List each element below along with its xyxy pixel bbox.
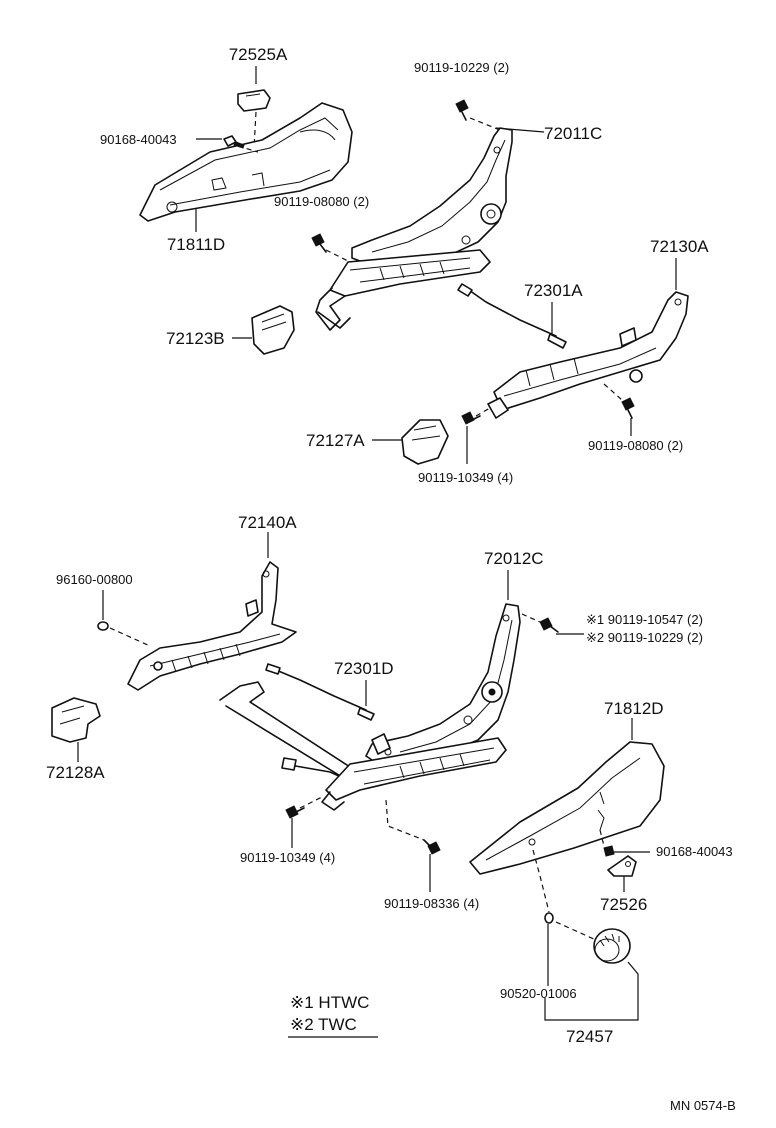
dash-90119-10547 (521, 613, 541, 623)
label-72525A: 72525A (229, 45, 288, 64)
screw-90119-10349-bot (285, 805, 305, 819)
dash-ring (532, 849, 550, 913)
cover-72127A (401, 419, 449, 465)
seat-track-upper (315, 249, 491, 331)
label-72130A: 72130A (650, 237, 709, 256)
cover-72123B (251, 305, 295, 355)
figure-code: MN 0574-B (670, 1098, 736, 1113)
label-90168-40043-top: 90168-40043 (100, 132, 177, 147)
track-72140A (127, 561, 297, 691)
label-72526: 72526 (600, 895, 647, 914)
recliner-72011C (351, 127, 513, 265)
label-72301D: 72301D (334, 659, 394, 678)
screw-90119-10229-top (455, 99, 469, 121)
recliner-72012C (365, 603, 521, 765)
label-90520-01006: 90520-01006 (500, 986, 577, 1001)
label-71811D: 71811D (167, 235, 225, 254)
label-72301A: 72301A (524, 281, 583, 300)
screw-90119-08336 (423, 839, 441, 855)
label-72127A: 72127A (306, 431, 365, 450)
leader-lines (77, 66, 677, 1021)
dash-90168-top (237, 145, 259, 153)
release-bar (219, 681, 371, 789)
shield-71812D (469, 741, 665, 875)
label-72140A: 72140A (238, 513, 297, 532)
dash-90119-10229-top (469, 117, 501, 131)
wire-72301A (457, 283, 567, 349)
wire-72301D (265, 663, 375, 721)
legend: ※1 HTWC ※2 TWC (288, 993, 378, 1038)
screw-90119-10349-top (461, 411, 481, 425)
label-72128A: 72128A (46, 763, 105, 782)
screw-90168-40043-bot (603, 845, 615, 857)
dash-96160-00800 (109, 627, 151, 647)
knob-72457 (593, 928, 631, 964)
dash-90168-40043-bot (599, 829, 605, 847)
label-71812D: 71812D (604, 699, 664, 718)
label-90168-40043-bot: 90168-40043 (656, 844, 733, 859)
clip-72526 (607, 855, 637, 877)
ring-90520-01006 (544, 912, 554, 924)
label-72011C: 72011C (544, 124, 602, 143)
label-90119-08080-top: 90119-08080 (2) (274, 194, 369, 209)
label-90119-08336: 90119-08336 (4) (384, 896, 479, 911)
cap-72525A (237, 89, 271, 112)
label-72012C: 72012C (484, 549, 544, 568)
cover-72128A (51, 697, 101, 743)
label-90119-10229-top: 90119-10229 (2) (414, 60, 509, 75)
dash-90119-10349-bot (299, 795, 325, 809)
label-90119-10349-bot: 90119-10349 (4) (240, 850, 335, 865)
screw-90119-10547 (539, 617, 559, 633)
legend-note-1: ※1 HTWC (290, 993, 369, 1012)
label-96160-00800: 96160-00800 (56, 572, 133, 587)
label-90119-10229-mid: ※2 90119-10229 (2) (586, 630, 703, 645)
dash-90119-10349-top (475, 407, 491, 417)
dash-knob (555, 921, 597, 941)
dash-90119-08080-top (325, 249, 351, 263)
dash-90119-08080-right (603, 383, 623, 401)
label-72123B: 72123B (166, 329, 225, 348)
dash-90119-08336 (385, 799, 425, 841)
shield-71811D (139, 102, 353, 222)
screw-90119-08080-top (311, 233, 327, 253)
screw-90119-08080-right (621, 397, 635, 419)
washer-96160-00800 (97, 621, 109, 631)
track-72130A (487, 291, 689, 419)
seat-track-lower (321, 733, 507, 811)
legend-note-2: ※2 TWC (290, 1015, 357, 1034)
label-72457: 72457 (566, 1027, 613, 1046)
label-90119-08080-right: 90119-08080 (2) (588, 438, 683, 453)
label-90119-10547: ※1 90119-10547 (2) (586, 612, 703, 627)
label-90119-10349-top: 90119-10349 (4) (418, 470, 513, 485)
